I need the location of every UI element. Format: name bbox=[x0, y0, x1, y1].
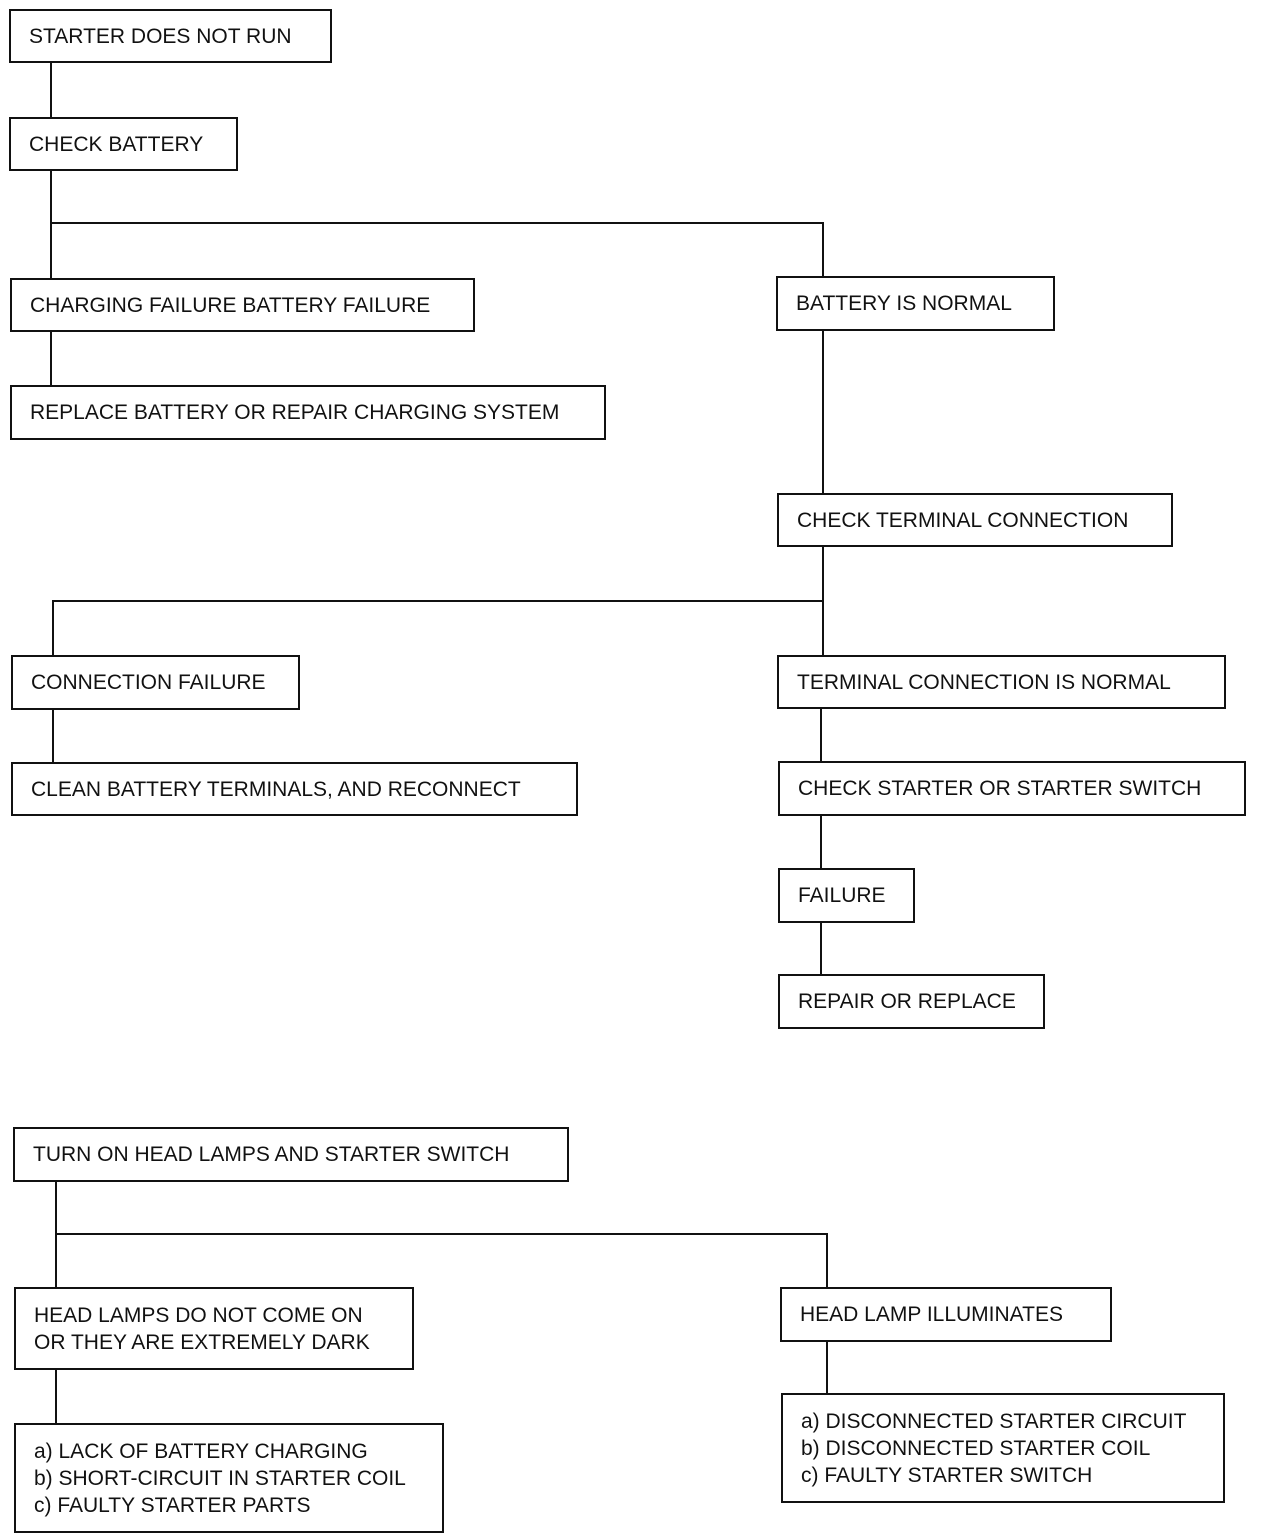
connector bbox=[820, 920, 822, 976]
connector bbox=[52, 708, 54, 764]
repair-replace-box: REPAIR OR REPLACE bbox=[778, 974, 1045, 1029]
terminal-normal-box: TERMINAL CONNECTION IS NORMAL bbox=[777, 655, 1226, 709]
connector bbox=[820, 708, 822, 764]
connection-failure-label: CONNECTION FAILURE bbox=[31, 671, 266, 694]
connector bbox=[50, 170, 52, 280]
connector bbox=[822, 331, 824, 495]
lamp-illuminates-box: HEAD LAMP ILLUMINATES bbox=[780, 1287, 1112, 1342]
cause-line: c) FAULTY STARTER SWITCH bbox=[801, 1463, 1093, 1487]
battery-failure-box: CHARGING FAILURE BATTERY FAILURE bbox=[10, 278, 475, 332]
cause-line: c) FAULTY STARTER PARTS bbox=[34, 1493, 311, 1517]
lamp-illuminates-label: HEAD LAMP ILLUMINATES bbox=[800, 1303, 1063, 1326]
check-starter-box: CHECK STARTER OR STARTER SWITCH bbox=[778, 761, 1246, 816]
check-battery-box: CHECK BATTERY bbox=[9, 117, 238, 171]
head-lamps-test-box: TURN ON HEAD LAMPS AND STARTER SWITCH bbox=[13, 1127, 569, 1182]
connector bbox=[50, 222, 824, 224]
connector bbox=[826, 1340, 828, 1395]
cause-line: b) DISCONNECTED STARTER COIL bbox=[801, 1436, 1151, 1460]
check-battery-label: CHECK BATTERY bbox=[29, 132, 204, 156]
dark-causes-box: a) LACK OF BATTERY CHARGING b) SHORT-CIR… bbox=[14, 1423, 444, 1533]
connector bbox=[55, 1368, 57, 1425]
connector bbox=[52, 600, 824, 602]
repair-replace-label: REPAIR OR REPLACE bbox=[798, 990, 1016, 1013]
check-starter-label: CHECK STARTER OR STARTER SWITCH bbox=[798, 777, 1202, 800]
battery-normal-box: BATTERY IS NORMAL bbox=[776, 276, 1055, 331]
replace-battery-box: REPLACE BATTERY OR REPAIR CHARGING SYSTE… bbox=[10, 385, 606, 440]
clean-terminals-box: CLEAN BATTERY TERMINALS, AND RECONNECT bbox=[11, 762, 578, 816]
connector bbox=[822, 222, 824, 278]
failure-label: FAILURE bbox=[798, 884, 886, 907]
cause-line: a) LACK OF BATTERY CHARGING bbox=[34, 1439, 368, 1463]
failure-box: FAILURE bbox=[778, 868, 915, 923]
clean-terminals-label: CLEAN BATTERY TERMINALS, AND RECONNECT bbox=[31, 777, 521, 801]
terminal-normal-label: TERMINAL CONNECTION IS NORMAL bbox=[797, 670, 1171, 694]
lamps-dark-line: OR THEY ARE EXTREMELY DARK bbox=[34, 1330, 370, 1354]
connector bbox=[50, 331, 52, 387]
battery-failure-label: CHARGING FAILURE BATTERY FAILURE bbox=[30, 293, 431, 317]
connector bbox=[52, 600, 54, 656]
cause-line: b) SHORT-CIRCUIT IN STARTER COIL bbox=[34, 1466, 406, 1490]
cause-line: a) DISCONNECTED STARTER CIRCUIT bbox=[801, 1409, 1187, 1433]
connector bbox=[820, 814, 822, 870]
replace-battery-label: REPLACE BATTERY OR REPAIR CHARGING SYSTE… bbox=[30, 401, 560, 424]
connector bbox=[826, 1233, 828, 1289]
head-lamps-test-label: TURN ON HEAD LAMPS AND STARTER SWITCH bbox=[33, 1143, 510, 1166]
lamps-dark-box: HEAD LAMPS DO NOT COME ON OR THEY ARE EX… bbox=[14, 1287, 414, 1370]
start-label: STARTER DOES NOT RUN bbox=[29, 24, 292, 48]
check-terminal-box: CHECK TERMINAL CONNECTION bbox=[777, 493, 1173, 547]
connection-failure-box: CONNECTION FAILURE bbox=[11, 655, 300, 710]
connector bbox=[55, 1180, 57, 1290]
connector bbox=[50, 62, 52, 118]
connector bbox=[55, 1233, 828, 1235]
start-box: STARTER DOES NOT RUN bbox=[9, 9, 332, 63]
check-terminal-label: CHECK TERMINAL CONNECTION bbox=[797, 508, 1129, 532]
lit-causes-box: a) DISCONNECTED STARTER CIRCUIT b) DISCO… bbox=[781, 1393, 1225, 1503]
lamps-dark-line: HEAD LAMPS DO NOT COME ON bbox=[34, 1303, 363, 1327]
battery-normal-label: BATTERY IS NORMAL bbox=[796, 292, 1012, 315]
